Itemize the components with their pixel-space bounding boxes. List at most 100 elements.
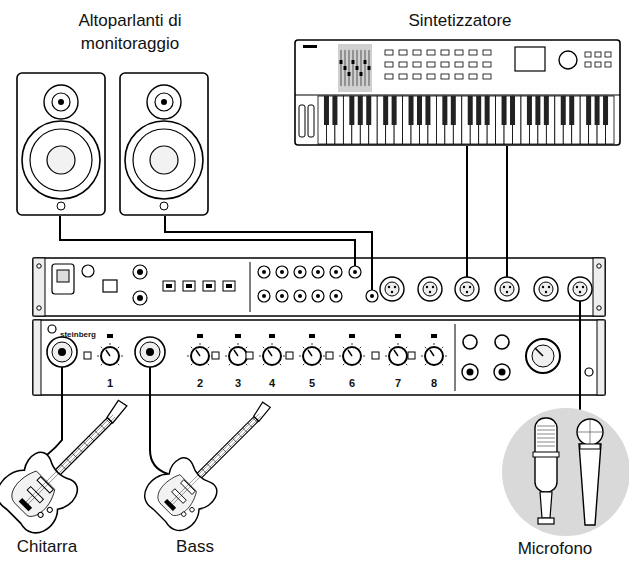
interface-front-panel: [434, 343, 435, 345]
interface-front-panel: [425, 364, 426, 365]
node-label: Chitarra: [17, 536, 77, 559]
synthesizer-art: [595, 62, 601, 67]
interface-rear-panel: [280, 294, 284, 298]
synthesizer-art: [338, 44, 372, 92]
cable-stub: [579, 301, 581, 395]
interface-front-panel: [118, 347, 119, 348]
interface-rear-panel: [388, 286, 390, 288]
interface-front-panel: [425, 347, 443, 365]
synthesizer-art: [585, 52, 591, 57]
electric-guitar: [89, 436, 94, 441]
interface-front-panel: [107, 334, 113, 338]
interface-front-panel: [445, 356, 447, 357]
interface-front-panel: [47, 337, 77, 367]
interface-rear-panel: [353, 270, 357, 274]
synthesizer-art: [345, 50, 346, 86]
bass-guitar: [243, 428, 247, 432]
synthesizer-art: [413, 50, 421, 55]
monitor-speaker: [133, 129, 195, 191]
interface-front-panel: [309, 334, 315, 338]
interface-rear-panel: [380, 277, 404, 301]
interface-front-panel: [389, 347, 407, 365]
bass: Bass: [140, 400, 276, 561]
text-slot: Altoparlanti di monitoraggio: [60, 10, 200, 56]
interface-front-panel: [106, 350, 110, 356]
bass-guitar: [238, 433, 242, 437]
interface-rear-panel: [330, 266, 342, 278]
interface-front-panel: [225, 356, 227, 357]
synthesizer-art: [569, 96, 574, 125]
cable-connector: [149, 395, 151, 400]
electric-guitar: [61, 464, 66, 469]
interface-rear-panel: [349, 266, 361, 278]
synthesizer-art: [502, 96, 507, 125]
interface-front-panel: [323, 356, 325, 357]
synthesizer-art: [585, 62, 591, 67]
synthesizer-art: [360, 72, 363, 76]
channel-number: 1: [107, 377, 113, 389]
monitor-speaker: [160, 202, 168, 210]
interface-rear-panel: [579, 291, 581, 293]
monitor-speaker: [52, 93, 70, 111]
interface-front-panel: [372, 352, 379, 359]
label-slot: 1: [107, 373, 113, 391]
synthesizer-art: [427, 74, 435, 79]
synthesizer-art: [561, 96, 566, 125]
microphone-art: [580, 444, 600, 449]
node-label: Microfono: [518, 538, 593, 561]
microphone-art: [537, 446, 555, 447]
interface-front-panel: [208, 347, 209, 348]
cable-stub: [61, 367, 63, 395]
bass-guitar: [196, 416, 259, 479]
interface-rear-panel: [57, 270, 69, 282]
interface-front-panel: [191, 364, 192, 365]
interface-front-panel: [349, 334, 355, 338]
synthesizer-art: [527, 96, 532, 125]
interface-rear-panel: [133, 265, 147, 279]
synthesizer-art: [308, 105, 314, 137]
synthesizer-art: [417, 96, 422, 125]
interface-front-panel: [101, 364, 102, 365]
monitor-speaker: [161, 99, 167, 105]
interface-front-panel: [234, 350, 238, 356]
bass-guitar: [171, 416, 261, 506]
synthesizer-art: [603, 96, 608, 125]
synthesizer-art: [361, 50, 362, 86]
interface-front-panel: [272, 343, 273, 345]
interface-front-panel: [191, 347, 192, 348]
interface-rear-panel: [133, 291, 147, 305]
interface-front-panel: [118, 364, 119, 365]
node-label: Altoparlanti di monitoraggio: [60, 10, 200, 56]
interface-rear-panel: [183, 281, 195, 291]
cable-connector: [466, 146, 468, 258]
interface-front-panel: [33, 320, 605, 395]
interface-front-panel: [280, 364, 281, 365]
interface-rear-panel: [466, 291, 468, 293]
bass-cable: [150, 400, 168, 474]
electric-guitar: [100, 425, 105, 430]
interface-front-panel: [495, 335, 509, 349]
cable-stub: [371, 258, 373, 290]
synthesizer-art: [441, 74, 449, 79]
microphone: Microfono: [490, 404, 626, 563]
interface-front-panel: [312, 343, 313, 345]
interface-front-panel: [360, 364, 361, 365]
bass-guitar: [207, 464, 211, 468]
interface-front-panel: [246, 347, 247, 348]
synthesizer-art: [483, 62, 491, 67]
interface-rear-panel: [316, 294, 320, 298]
synthesizer-art: [476, 96, 481, 125]
interface-front-panel: [442, 347, 443, 348]
interface-rear-panel: [534, 277, 558, 301]
interface-front-panel: [339, 356, 341, 357]
synthesizer-art: [352, 60, 355, 64]
interface-rear-panel: [542, 286, 544, 288]
interface-rear-panel: [539, 282, 553, 296]
synthesizer-art: [324, 96, 329, 125]
electric-guitar: [24, 415, 113, 504]
synthesizer-art: [353, 50, 354, 86]
synthesizer-art: [483, 50, 491, 55]
synthesizer-art: [392, 96, 397, 125]
